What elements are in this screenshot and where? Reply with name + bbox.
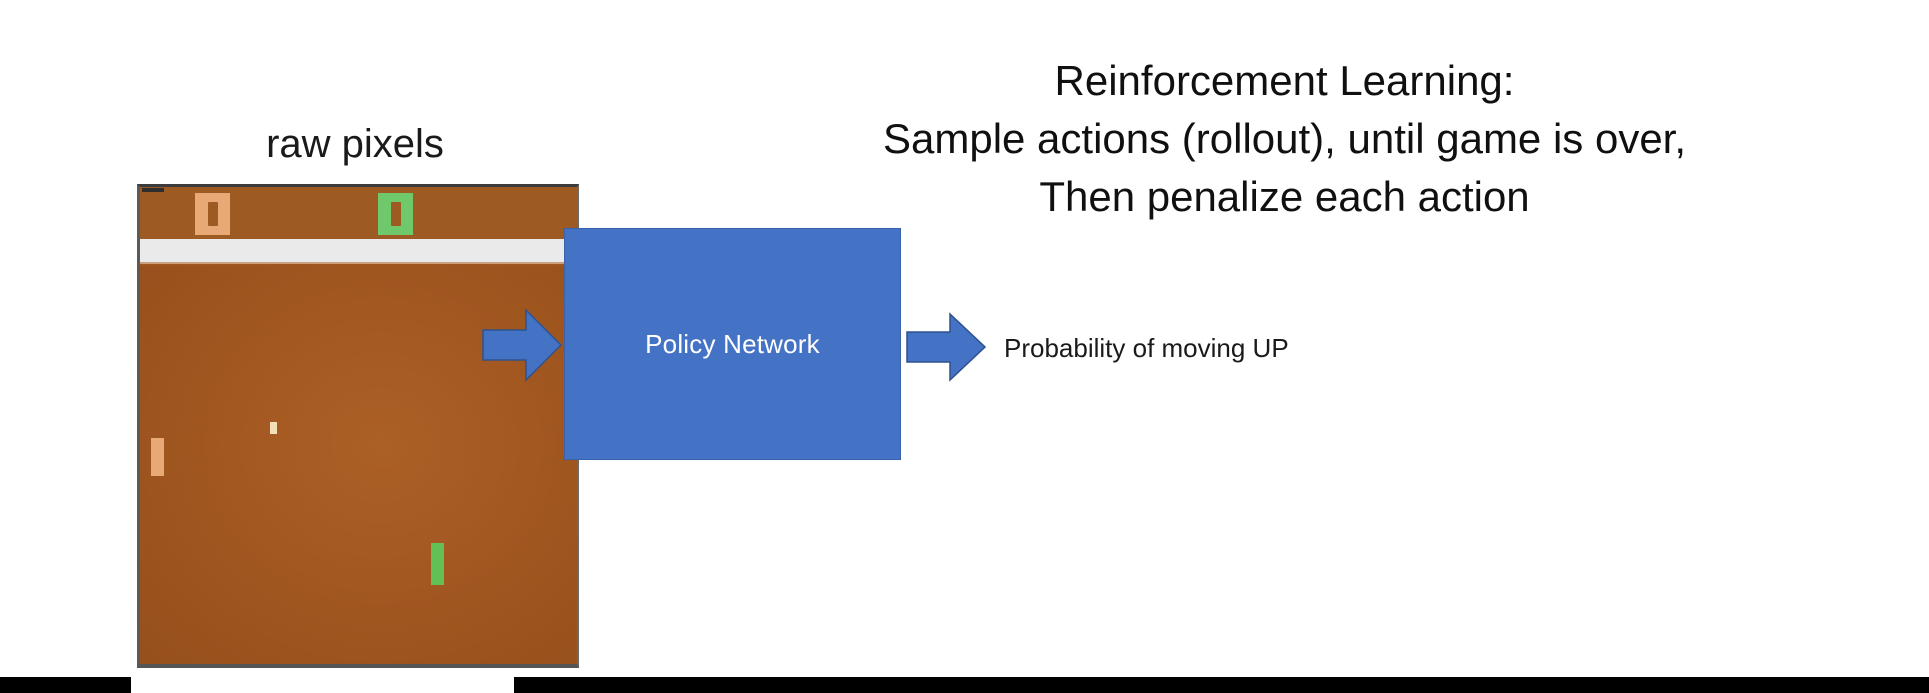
slide-title: Reinforcement Learning: Sample actions (… <box>640 52 1929 226</box>
footer-bar-left <box>0 677 131 693</box>
pong-paddle-left <box>151 438 164 476</box>
policy-network-box[interactable]: Policy Network <box>564 228 901 460</box>
policy-network-label: Policy Network <box>645 328 820 359</box>
title-line-1: Reinforcement Learning: <box>1054 57 1515 104</box>
pong-score-left <box>195 193 230 235</box>
pong-divider-bar <box>140 239 577 264</box>
pong-score-right <box>378 193 413 235</box>
pong-field <box>140 187 577 664</box>
pong-ball <box>270 422 277 434</box>
pong-paddle-right <box>431 543 444 585</box>
pong-score-band <box>140 187 577 239</box>
pong-score-right-glyph <box>390 202 401 226</box>
title-line-3: Then penalize each action <box>1039 172 1530 220</box>
output-probability-label: Probability of moving UP <box>1004 333 1289 363</box>
title-line-2: Sample actions (rollout), until game is … <box>882 114 1687 162</box>
right-arrow-icon-output <box>906 312 986 382</box>
footer-bar-right <box>514 677 1929 693</box>
pong-game-screenshot <box>137 184 579 668</box>
pong-corner-tick <box>142 188 164 192</box>
pong-score-left-glyph <box>207 202 218 226</box>
right-arrow-icon-input <box>482 308 562 382</box>
raw-pixels-caption: raw pixels <box>266 122 444 166</box>
